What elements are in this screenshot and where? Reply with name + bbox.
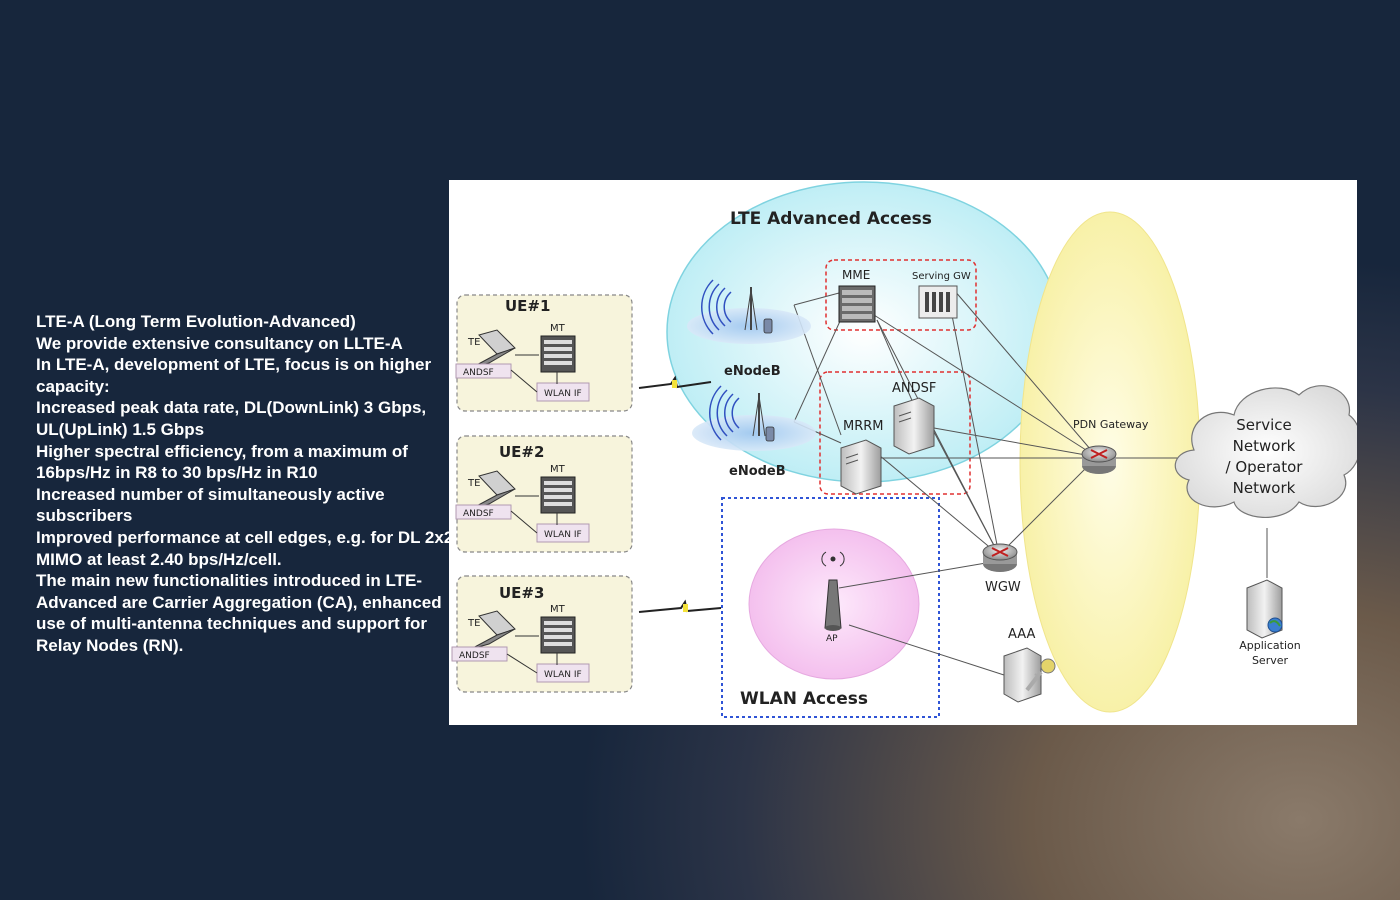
- mt-device-icon: [540, 476, 576, 514]
- application-server-line-2: Server: [1252, 654, 1289, 667]
- phone-icon: [763, 318, 773, 334]
- ue-1-te-label: TE: [467, 337, 480, 348]
- text-line: The main new functionalities introduced …: [36, 571, 442, 655]
- enodeb-1: eNodeB: [687, 279, 811, 379]
- mme-node: MME: [838, 268, 876, 323]
- ue-2: UE#2 TE MT ANDSF WLAN IF: [455, 435, 633, 553]
- antenna-tower-icon: [744, 287, 758, 331]
- ue-2-label: UE#2: [499, 443, 544, 461]
- antenna-tower-icon: [752, 393, 766, 437]
- service-network-line-4: Network: [1233, 479, 1296, 497]
- text-line: Improved performance at cell edges, e.g.…: [36, 527, 454, 569]
- ue-1: UE#1 TE MT ANDSF WLAN IF: [455, 294, 633, 412]
- wgw-node: WGW: [982, 543, 1021, 595]
- wgw-label: WGW: [985, 580, 1021, 595]
- application-server-node: Application Server: [1239, 579, 1301, 667]
- enodeb-2-label: eNodeB: [729, 464, 786, 479]
- andsf-label: ANDSF: [892, 381, 936, 396]
- text-line: In LTE-A, development of LTE, focus is o…: [36, 355, 432, 396]
- server-icon: [840, 439, 882, 495]
- ue-3-mt-label: MT: [550, 604, 566, 615]
- ue-2-mt-label: MT: [550, 464, 566, 475]
- server-key-icon: [1003, 647, 1056, 703]
- lte-area-title: LTE Advanced Access: [730, 209, 932, 229]
- aaa-node: AAA: [1003, 627, 1056, 703]
- ue-1-label: UE#1: [505, 297, 550, 315]
- mme-label: MME: [842, 268, 870, 282]
- application-server-line-1: Application: [1239, 639, 1300, 652]
- serving-gw-node: Serving GW: [912, 271, 971, 319]
- mrrm-node: MRRM: [840, 419, 884, 495]
- laptop-icon: [470, 470, 516, 510]
- description-text: LTE-A (Long Term Evolution-Advanced) We …: [36, 311, 456, 657]
- enodeb-2: eNodeB: [692, 385, 816, 479]
- service-network-line-1: Service: [1236, 416, 1291, 434]
- text-line: Increased peak data rate, DL(DownLink) 3…: [36, 398, 427, 439]
- ue-3-label: UE#3: [499, 584, 544, 602]
- ue-3-te-label: TE: [467, 618, 480, 629]
- serving-gw-label: Serving GW: [912, 271, 971, 282]
- wlan-area-title: WLAN Access: [740, 689, 868, 709]
- mrrm-label: MRRM: [843, 419, 884, 434]
- mt-device-icon: [540, 335, 576, 373]
- ue-3-wlan-if-label: WLAN IF: [544, 670, 582, 680]
- pdn-gateway-node: PDN Gateway: [1073, 418, 1149, 474]
- service-network-line-3: / Operator: [1226, 458, 1304, 476]
- network-diagram: UE#1 TE MT ANDSF WLAN IF UE#2 TE MT: [449, 180, 1357, 725]
- ue-2-te-label: TE: [467, 478, 480, 489]
- mme-sgw-group: [825, 259, 977, 331]
- laptop-icon: [470, 610, 516, 650]
- ap-label: AP: [826, 634, 838, 644]
- phone-icon: [765, 426, 775, 442]
- radio-waves-icon: [708, 385, 740, 441]
- text-line: LTE-A (Long Term Evolution-Advanced): [36, 312, 356, 331]
- ue-2-wlan-if-label: WLAN IF: [544, 530, 582, 540]
- text-line: Increased number of simultaneously activ…: [36, 484, 385, 526]
- mt-device-icon: [540, 616, 576, 654]
- wireless-links: [638, 375, 722, 613]
- wlan-access-area: [721, 497, 940, 718]
- router-icon: [1081, 445, 1117, 474]
- enodeb-1-label: eNodeB: [724, 364, 781, 379]
- server-icon: [893, 397, 935, 455]
- ue-1-andsf-label: ANDSF: [463, 368, 494, 378]
- connection-lines: [793, 289, 1268, 676]
- text-line: Higher spectral efficiency, from a maxim…: [36, 441, 408, 483]
- service-network-line-2: Network: [1233, 437, 1296, 455]
- service-network-cloud: Service Network / Operator Network: [1174, 385, 1357, 518]
- diagram-svg: UE#1 TE MT ANDSF WLAN IF UE#2 TE MT: [451, 181, 1357, 718]
- andsf-mrrm-group: [819, 371, 971, 495]
- ue-1-mt-label: MT: [550, 323, 566, 334]
- aaa-label: AAA: [1008, 627, 1036, 642]
- text-line: We provide extensive consultancy on LLTE…: [36, 333, 403, 353]
- radio-waves-icon: [700, 279, 732, 335]
- gateway-rack-icon: [918, 285, 958, 319]
- server-globe-icon: [1246, 579, 1283, 639]
- access-point-icon: [821, 551, 845, 631]
- ue-1-wlan-if-label: WLAN IF: [544, 389, 582, 399]
- ue-3: UE#3 TE MT ANDSF WLAN IF: [451, 575, 633, 693]
- switch-rack-icon: [838, 285, 876, 323]
- andsf-node: ANDSF: [892, 381, 936, 455]
- router-icon: [982, 543, 1018, 572]
- ue-3-andsf-label: ANDSF: [459, 651, 490, 661]
- pdn-gateway-label: PDN Gateway: [1073, 418, 1149, 431]
- ap-node: AP: [821, 551, 845, 644]
- ue-2-andsf-label: ANDSF: [463, 509, 494, 519]
